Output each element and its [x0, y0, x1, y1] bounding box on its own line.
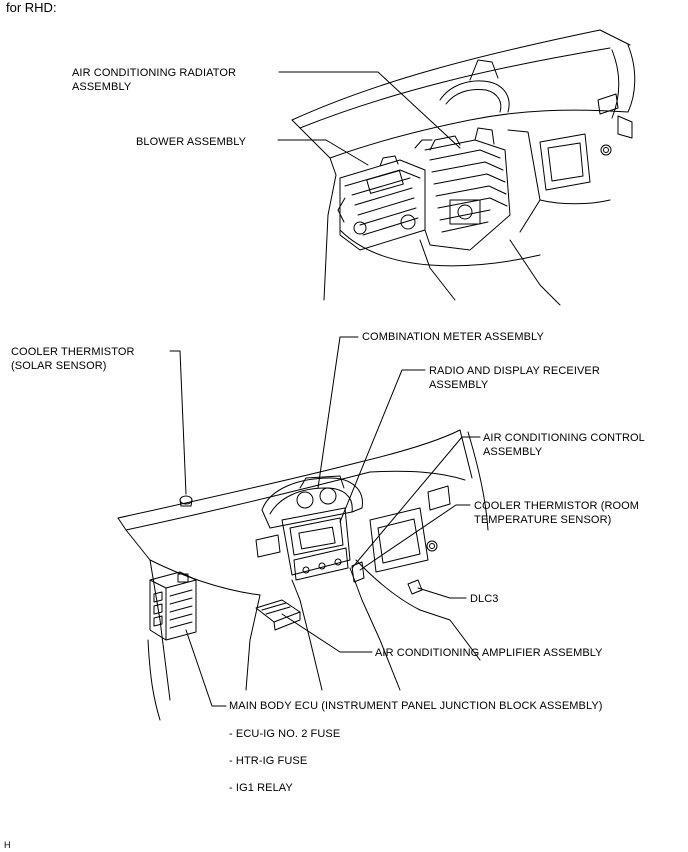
- room-temperature-sensor-illustration: [351, 561, 365, 583]
- label-radiator-line2: ASSEMBLY: [72, 81, 132, 93]
- label-cooler-solar-line2: (SOLAR SENSOR): [11, 360, 107, 372]
- label-cooler-room-line1: COOLER THERMISTOR (ROOM: [474, 500, 640, 512]
- label-radiator-line1: AIR CONDITIONING RADIATOR: [72, 67, 237, 79]
- figure-code: H: [4, 840, 11, 850]
- main-body-ecu-illustration: [149, 571, 197, 641]
- label-cooler-room-line2: TEMPERATURE SENSOR): [474, 514, 612, 526]
- page-heading: for RHD:: [6, 0, 57, 15]
- solar-sensor-illustration: [179, 495, 193, 507]
- label-sub-item-htr-ig-fuse: - HTR-IG FUSE: [229, 755, 308, 767]
- label-ac-control-line2: ASSEMBLY: [483, 446, 543, 458]
- label-main-body-ecu: MAIN BODY ECU (INSTRUMENT PANEL JUNCTION…: [229, 700, 603, 712]
- bottom-dashboard-drawing: [117, 336, 489, 721]
- label-radio-display-line2: ASSEMBLY: [429, 379, 489, 391]
- label-blower: BLOWER ASSEMBLY: [136, 136, 247, 148]
- label-radio-display-line1: RADIO AND DISPLAY RECEIVER: [429, 365, 600, 377]
- label-ac-control-line1: AIR CONDITIONING CONTROL: [483, 432, 645, 444]
- label-ac-amplifier: AIR CONDITIONING AMPLIFIER ASSEMBLY: [375, 647, 603, 659]
- label-combination-meter: COMBINATION METER ASSEMBLY: [362, 331, 544, 343]
- label-dlc3: DLC3: [470, 593, 499, 605]
- ac-amplifier-illustration: [255, 599, 301, 631]
- radiator-assembly-illustration: [414, 127, 511, 251]
- dlc3-connector-illustration: [407, 579, 423, 595]
- top-dashboard-drawing: [277, 29, 636, 306]
- label-sub-item-ig1-relay: - IG1 RELAY: [229, 782, 293, 794]
- label-cooler-solar-line1: COOLER THERMISTOR: [11, 346, 135, 358]
- blower-assembly-illustration: [337, 155, 426, 251]
- label-sub-item-ecu-ig-fuse: - ECU-IG NO. 2 FUSE: [229, 728, 341, 740]
